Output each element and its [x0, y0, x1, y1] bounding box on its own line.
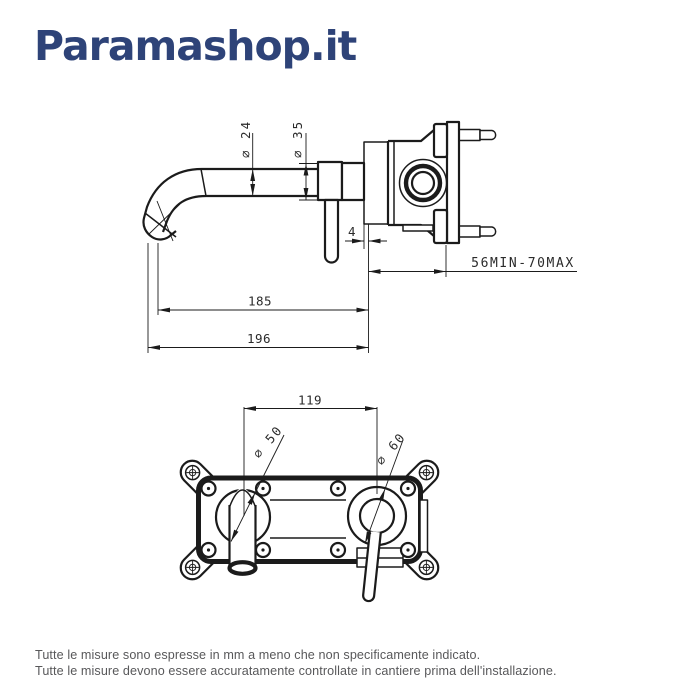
frame-side-tab — [419, 499, 429, 553]
concealed-valve-body — [363, 120, 497, 245]
dim-escutcheon-diameter: ∅ 35 — [290, 120, 305, 158]
valve-lever — [362, 531, 382, 603]
mounting-plate-edge — [445, 120, 461, 245]
spout-outline — [142, 167, 321, 242]
lever-handle — [323, 198, 340, 264]
dim-spout-reach: 185 — [248, 294, 272, 309]
dim-centre-distance: 119 — [298, 393, 322, 408]
dim-total-projection: 196 — [247, 331, 271, 346]
mounting-bolt-top — [458, 128, 497, 142]
front-view-drawing: 119 ∅ 50 ∅ 60 — [179, 393, 440, 603]
side-view-drawing: ∅ 24 ∅ 35 4 56MIN-70MAX 185 — [142, 120, 577, 353]
note-check-on-site: Tutte le misure devono essere accuratame… — [35, 663, 557, 678]
measurement-notes: Tutte le misure sono espresse in mm a me… — [35, 648, 557, 679]
mounting-bolt-bottom — [458, 225, 497, 238]
valve-bottom-bracket — [356, 547, 404, 568]
cartridge-boss — [398, 158, 448, 208]
threaded-section — [363, 141, 389, 225]
dim-wall-gap: 4 — [348, 224, 356, 239]
frame-screws — [200, 480, 417, 559]
dim-spout-diameter: ∅ 24 — [238, 120, 253, 158]
dim-valve-hole-diameter: ∅ 60 — [373, 429, 409, 468]
note-units: Tutte le misure sono espresse in mm a me… — [35, 648, 481, 662]
brand-logo: Paramashop.it — [34, 22, 357, 70]
side-view-dimensions: ∅ 24 ∅ 35 4 56MIN-70MAX 185 — [147, 120, 577, 353]
escutcheon-and-handle — [316, 160, 366, 264]
dim-installation-depth: 56MIN-70MAX — [471, 256, 575, 271]
